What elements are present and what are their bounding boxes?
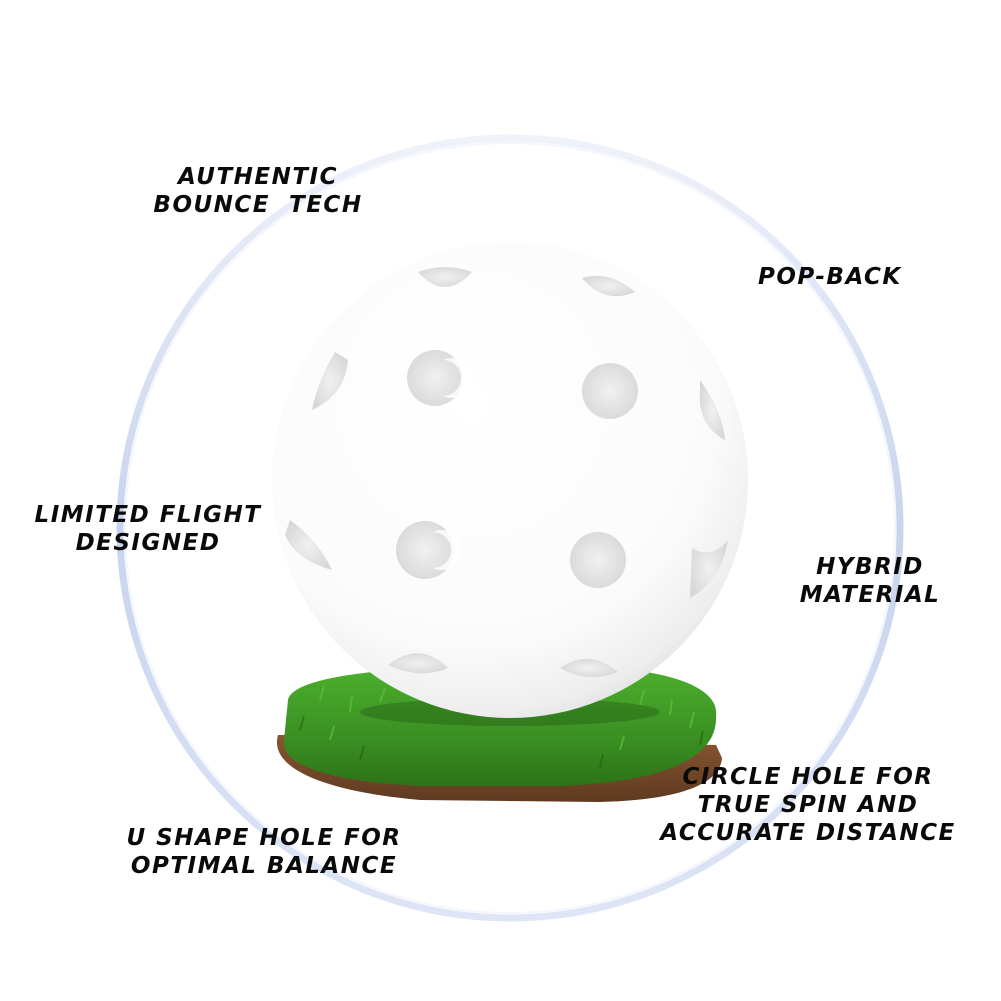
feature-circle-hole-line1: CIRCLE HOLE FOR — [682, 764, 934, 790]
feature-circle-hole-line2: TRUE SPIN AND — [697, 792, 919, 818]
feature-hybrid-material-line1: HYBRID — [816, 554, 924, 580]
feature-authentic-bounce-tech: AUTHENTIC BOUNCE TECH — [142, 163, 374, 219]
whiffle-ball-icon — [272, 242, 748, 726]
halo-ring-icon — [116, 134, 904, 922]
feature-pop-back-line1: POP-BACK — [758, 264, 902, 290]
feature-authentic-bounce-line1: AUTHENTIC — [178, 164, 338, 190]
grass-turf-patch-icon — [276, 668, 722, 802]
feature-limited-flight-line2: DESIGNED — [75, 530, 221, 556]
feature-limited-flight: LIMITED FLIGHT DESIGNED — [28, 501, 268, 557]
feature-pop-back: POP-BACK — [758, 263, 902, 291]
feature-hybrid-material-line2: MATERIAL — [799, 582, 941, 608]
feature-u-shape-hole-line1: U SHAPE HOLE FOR — [126, 825, 402, 851]
feature-circle-hole-line3: ACCURATE DISTANCE — [660, 820, 956, 846]
feature-limited-flight-line1: LIMITED FLIGHT — [34, 502, 262, 528]
feature-authentic-bounce-line2: BOUNCE TECH — [153, 192, 363, 218]
feature-circle-hole: CIRCLE HOLE FOR TRUE SPIN AND ACCURATE D… — [648, 763, 968, 847]
feature-u-shape-hole: U SHAPE HOLE FOR OPTIMAL BALANCE — [118, 824, 410, 880]
feature-hybrid-material: HYBRID MATERIAL — [790, 553, 950, 609]
feature-u-shape-hole-line2: OPTIMAL BALANCE — [130, 853, 398, 879]
